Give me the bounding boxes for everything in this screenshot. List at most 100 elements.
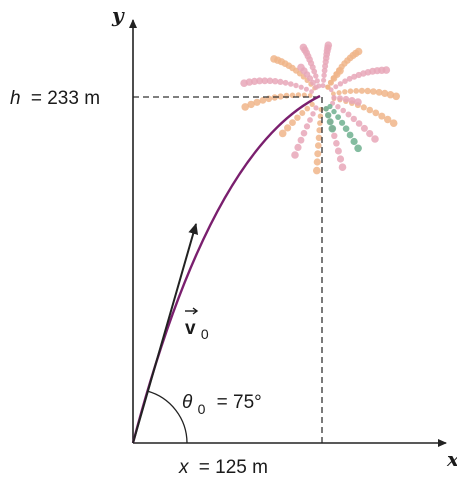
firework-spark bbox=[353, 88, 360, 94]
firework-spark bbox=[382, 66, 391, 74]
firework-spark bbox=[291, 151, 299, 159]
firework-spark bbox=[316, 127, 323, 134]
firework-spark bbox=[339, 119, 346, 126]
firework-spark bbox=[384, 115, 392, 124]
angle-value: = 75° bbox=[217, 392, 262, 413]
firework-spark bbox=[313, 84, 319, 90]
firework-spark bbox=[313, 166, 321, 175]
firework-spark bbox=[334, 147, 342, 155]
firework-spark bbox=[270, 55, 278, 63]
firework-spark bbox=[278, 129, 287, 138]
velocity-symbol: v bbox=[185, 318, 196, 339]
firework-spark bbox=[348, 97, 356, 104]
firework-spark bbox=[315, 134, 323, 141]
y-axis-label: y bbox=[111, 3, 125, 27]
firework-spark bbox=[347, 88, 354, 94]
firework-spark bbox=[346, 75, 353, 82]
firework-spark bbox=[354, 98, 362, 106]
height-label: h = 233 m bbox=[10, 88, 100, 109]
x-axis-label: x bbox=[446, 447, 457, 471]
firework-spark bbox=[321, 72, 327, 79]
firework-spark bbox=[342, 95, 350, 103]
firework-spark bbox=[299, 110, 306, 116]
firework-spark bbox=[321, 77, 327, 83]
firework-spark bbox=[326, 118, 334, 126]
firework-spark bbox=[324, 41, 333, 49]
firework-spark bbox=[313, 105, 319, 111]
firework-spark bbox=[331, 108, 337, 115]
firework-spark bbox=[318, 107, 324, 112]
firework-spark bbox=[325, 112, 332, 119]
firework-spark bbox=[335, 104, 341, 110]
firework-spark bbox=[350, 137, 358, 146]
angle-symbol: θ bbox=[182, 392, 193, 413]
firework-spark bbox=[370, 88, 377, 95]
firework-spark bbox=[272, 78, 279, 85]
angle-subscript: 0 bbox=[198, 401, 206, 417]
firework-spark bbox=[293, 82, 299, 89]
firework-spark bbox=[366, 130, 374, 138]
firework-spark bbox=[299, 43, 308, 52]
firework-spark bbox=[315, 142, 322, 149]
firework-spark bbox=[277, 93, 284, 100]
firework-burst bbox=[240, 41, 401, 175]
firework-spark bbox=[360, 104, 367, 111]
firework-spark bbox=[300, 129, 308, 137]
firework-spark bbox=[333, 140, 340, 147]
firework-spark bbox=[331, 94, 337, 101]
firework-spark bbox=[266, 77, 274, 85]
firework-spark bbox=[309, 101, 315, 107]
firework-spark bbox=[317, 120, 323, 126]
firework-spark bbox=[372, 109, 380, 117]
firework-spark bbox=[297, 63, 305, 72]
firework-spark bbox=[336, 155, 345, 163]
firework-spark bbox=[288, 81, 294, 87]
firework-spark bbox=[355, 120, 363, 127]
firework-spark bbox=[261, 77, 269, 85]
velocity-label: v 0 bbox=[185, 307, 209, 342]
firework-spark bbox=[378, 112, 386, 120]
firework-spark bbox=[253, 98, 261, 106]
firework-spark bbox=[336, 90, 342, 96]
firework-spark bbox=[381, 89, 389, 97]
firework-spark bbox=[340, 107, 347, 114]
firework-spark bbox=[354, 144, 362, 153]
range-value: = 125 m bbox=[199, 457, 268, 478]
firework-spark bbox=[310, 111, 316, 117]
firework-spark bbox=[333, 84, 339, 90]
firework-spark bbox=[314, 150, 322, 158]
firework-spark bbox=[337, 81, 344, 87]
firework-spark bbox=[298, 84, 304, 90]
firework-spark bbox=[366, 106, 374, 114]
firework-spark bbox=[331, 132, 338, 139]
firework-spark bbox=[342, 89, 348, 95]
firework-spark bbox=[350, 115, 357, 123]
firework-spark bbox=[310, 79, 316, 86]
firework-spark bbox=[284, 124, 292, 132]
angle-label: θ 0 = 75° bbox=[182, 392, 262, 419]
firework-spark bbox=[342, 78, 348, 84]
firework-spark bbox=[297, 136, 305, 144]
firework-spark bbox=[240, 79, 248, 87]
firework-spark bbox=[259, 97, 267, 104]
firework-spark bbox=[364, 87, 371, 95]
firework-spark bbox=[351, 73, 358, 80]
firework-spark bbox=[358, 87, 365, 94]
firework-spark bbox=[335, 114, 341, 120]
height-value: = 233 m bbox=[31, 88, 100, 109]
firework-spark bbox=[303, 123, 311, 130]
firework-spark bbox=[371, 135, 379, 143]
firework-spark bbox=[392, 92, 401, 101]
launch-angle-arc bbox=[146, 390, 188, 444]
firework-spark bbox=[307, 117, 313, 123]
firework-spark bbox=[241, 103, 249, 111]
firework-spark bbox=[282, 79, 289, 86]
firework-spark bbox=[303, 86, 309, 92]
firework-spark bbox=[328, 124, 337, 133]
height-symbol: h bbox=[10, 88, 21, 109]
firework-spark bbox=[323, 106, 329, 112]
firework-spark bbox=[336, 67, 344, 75]
firework-spark bbox=[313, 73, 319, 79]
firework-spark bbox=[309, 89, 314, 94]
firework-spark bbox=[304, 105, 311, 112]
